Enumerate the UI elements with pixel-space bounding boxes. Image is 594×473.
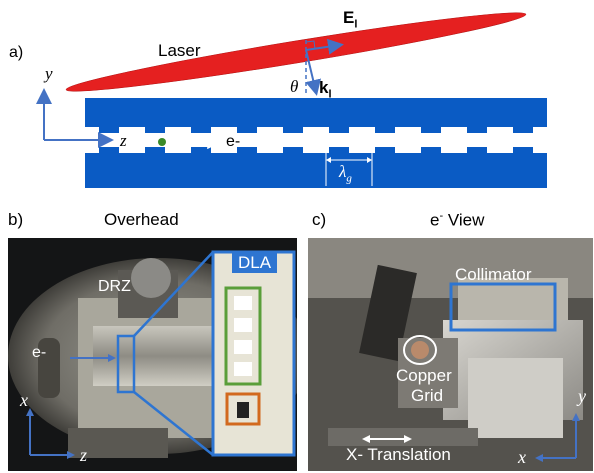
grid-label: Grid bbox=[411, 386, 444, 405]
wavevector-label-sub: l bbox=[328, 88, 332, 101]
grating-tooth-bottom bbox=[191, 147, 211, 153]
grating-tooth-top bbox=[329, 127, 349, 133]
grating-tooth-bottom bbox=[375, 147, 395, 153]
dla-label: DLA bbox=[232, 253, 278, 273]
period-label-sub: g bbox=[346, 172, 352, 185]
copper-label: Copper bbox=[396, 366, 452, 385]
overhead-axis-x-label: x bbox=[20, 390, 28, 410]
grating-tooth-top bbox=[421, 127, 441, 133]
overhead-electron-label: e- bbox=[32, 344, 47, 361]
grating-tooth-top bbox=[513, 127, 533, 133]
translation-label: X- Translation bbox=[346, 445, 451, 464]
overhead-photo-drawing bbox=[8, 238, 297, 471]
grating-tooth-top bbox=[375, 127, 395, 133]
collimator-label: Collimator bbox=[455, 265, 532, 284]
grating-tooth-bottom bbox=[237, 147, 257, 153]
overhead-photo: DRZ DLA e- x z bbox=[8, 238, 297, 471]
electron-dot bbox=[158, 138, 166, 146]
panel-b-label: b) bbox=[8, 210, 24, 229]
grating-tooth-bottom bbox=[467, 147, 487, 153]
panel-c-title-suffix: View bbox=[443, 210, 485, 230]
grating-tooth-bottom bbox=[145, 147, 165, 153]
electron-view-drawing bbox=[308, 238, 593, 471]
grating-teeth bbox=[99, 127, 533, 153]
grating-tooth-top bbox=[467, 127, 487, 133]
wavevector-arrow bbox=[305, 49, 322, 96]
grating-tooth-bottom bbox=[283, 147, 303, 153]
laser-label: Laser bbox=[158, 41, 201, 60]
dla-orange-box bbox=[225, 392, 261, 426]
grating-bottom bbox=[85, 153, 547, 188]
wavevector-label-main: k bbox=[319, 78, 329, 97]
grating-tooth-bottom bbox=[99, 147, 119, 153]
dla-selection-box bbox=[116, 334, 136, 394]
grating-tooth-top bbox=[237, 127, 257, 133]
grating-tooth-bottom bbox=[513, 147, 533, 153]
electron-view-photo: Collimator Copper Grid X- Translation x … bbox=[308, 238, 593, 471]
field-label-main: E bbox=[343, 8, 355, 27]
angle-label: θ bbox=[290, 77, 299, 96]
period-label: λg bbox=[339, 162, 352, 184]
dla-green-box bbox=[224, 286, 262, 386]
panel-c-title-prefix: e bbox=[430, 210, 440, 230]
panel-b-title: Overhead bbox=[104, 210, 179, 229]
axis-y-label: y bbox=[45, 64, 53, 83]
overhead-axis-z-label: z bbox=[80, 445, 88, 465]
wavevector-label: kl bbox=[319, 78, 332, 100]
right-angle-mark bbox=[305, 40, 316, 50]
copper-grid-circle bbox=[403, 335, 437, 365]
panel-c-title-sup: - bbox=[439, 210, 444, 222]
panel-a-label: a) bbox=[9, 44, 24, 61]
field-label: El bbox=[343, 8, 357, 30]
grating-tooth-bottom bbox=[421, 147, 441, 153]
electron-label: e- bbox=[226, 133, 241, 150]
field-arrow bbox=[305, 38, 344, 55]
grating-tooth-top bbox=[283, 127, 303, 133]
grating-tooth-bottom bbox=[329, 147, 349, 153]
panel-c-title: e- View bbox=[430, 210, 484, 231]
collimator-box bbox=[449, 282, 557, 332]
panel-a-diagram bbox=[36, 12, 547, 188]
grating-tooth-top bbox=[191, 127, 211, 133]
axis-z-label: z bbox=[120, 131, 127, 150]
view-axis-y-label: y bbox=[578, 386, 586, 406]
grating-tooth-top bbox=[99, 127, 119, 133]
period-label-main: λ bbox=[339, 162, 347, 181]
panel-c-label: c) bbox=[312, 210, 327, 229]
view-axis-x-label: x bbox=[518, 447, 526, 467]
drz-label: DRZ bbox=[98, 278, 131, 295]
field-label-sub: l bbox=[354, 18, 358, 31]
grating-top bbox=[85, 98, 547, 127]
laser-beam bbox=[65, 12, 527, 92]
period-arrowheads bbox=[326, 157, 372, 163]
grating-tooth-top bbox=[145, 127, 165, 133]
